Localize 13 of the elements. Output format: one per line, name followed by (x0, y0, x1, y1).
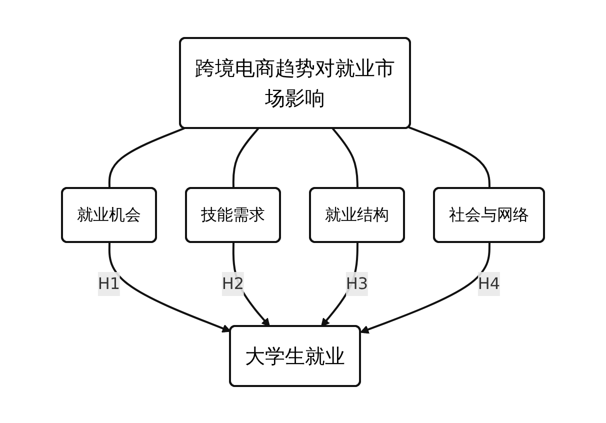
connector (108, 126, 185, 188)
arrow (360, 242, 490, 334)
arrow (232, 242, 270, 326)
edge-label: H2 (222, 274, 244, 292)
arrow (108, 242, 231, 332)
edge-label: H3 (346, 274, 368, 292)
edge-label: H4 (478, 274, 500, 292)
arrow (320, 242, 358, 326)
connector (408, 126, 490, 188)
connector (332, 127, 358, 188)
connector (232, 127, 260, 188)
node-text: 跨境电商趋势对就业市场影响 (195, 56, 395, 110)
edge-label: H1 (98, 274, 120, 292)
